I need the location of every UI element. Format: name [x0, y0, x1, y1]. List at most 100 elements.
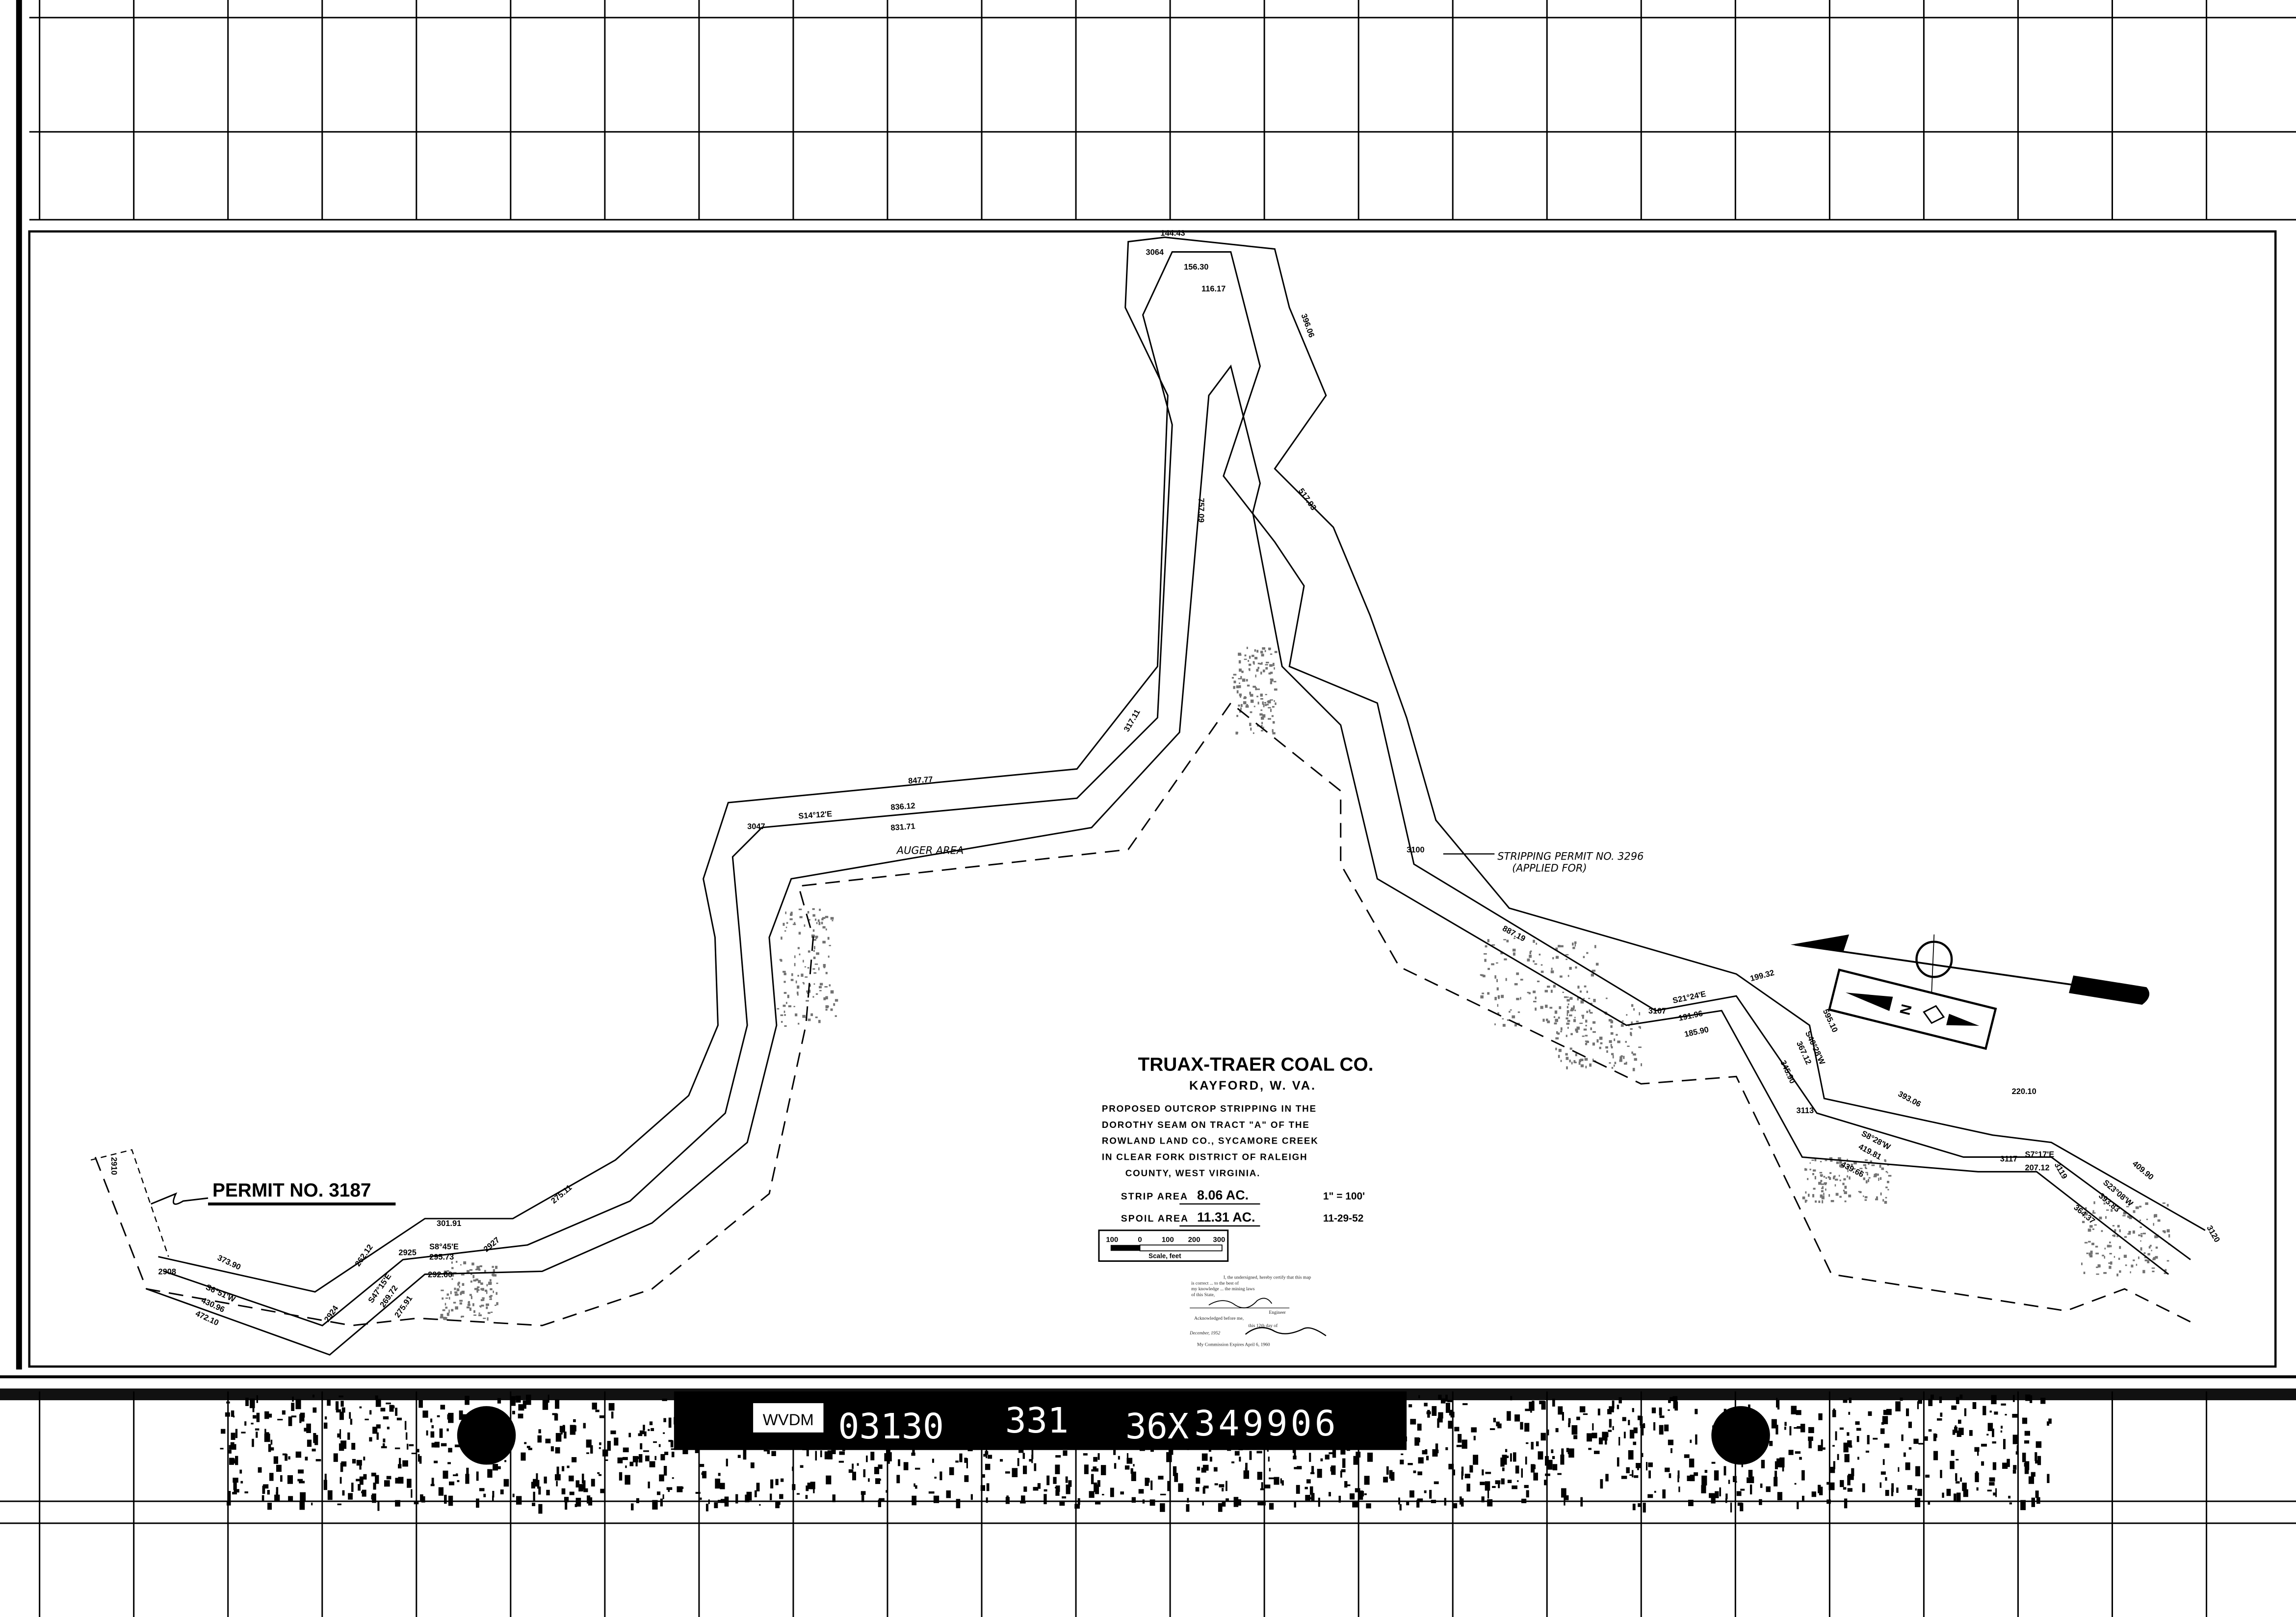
- speckle-dot: [784, 930, 786, 932]
- film-noise: [1017, 1458, 1019, 1466]
- film-noise: [545, 1438, 551, 1443]
- film-noise: [868, 1478, 870, 1482]
- film-noise: [1776, 1458, 1780, 1467]
- film-noise: [980, 1485, 986, 1491]
- speckle-dot: [1827, 1176, 1830, 1178]
- speckle-dot: [1268, 672, 1271, 675]
- film-noise: [988, 1455, 992, 1459]
- strip-area-label: STRIP AREA: [1121, 1191, 1188, 1202]
- speckle-dot: [1244, 654, 1247, 656]
- speckle-dot: [1520, 997, 1521, 1000]
- film-noise: [1386, 1466, 1389, 1475]
- film-noise: [277, 1419, 283, 1421]
- film-noise: [288, 1496, 293, 1502]
- film-noise: [2024, 1431, 2031, 1436]
- film-noise: [1473, 1435, 1476, 1440]
- speckle-dot: [480, 1299, 484, 1302]
- film-noise: [1507, 1480, 1512, 1484]
- film-noise: [1612, 1426, 1614, 1431]
- speckle-dot: [471, 1262, 474, 1266]
- film-noise: [1843, 1399, 1848, 1403]
- film-noise: [1759, 1499, 1762, 1505]
- speckle-dot: [798, 1022, 800, 1025]
- film-noise: [253, 1415, 257, 1419]
- film-noise: [1571, 1425, 1578, 1435]
- film-noise: [1937, 1418, 1942, 1421]
- film-noise: [1623, 1432, 1626, 1438]
- speckle-dot: [1491, 963, 1494, 965]
- film-noise: [595, 1409, 600, 1412]
- speckle-dot: [1804, 1168, 1807, 1171]
- film-noise: [430, 1418, 433, 1423]
- film-noise: [1818, 1413, 1823, 1420]
- speckle-dot: [1865, 1172, 1868, 1174]
- speckle-dot: [2104, 1248, 2106, 1250]
- film-noise: [267, 1503, 272, 1510]
- film-noise: [1848, 1411, 1851, 1415]
- film-noise: [1311, 1466, 1314, 1474]
- speckle-dot: [812, 908, 815, 910]
- film-noise: [459, 1410, 463, 1420]
- speckle-dot: [472, 1303, 474, 1306]
- film-noise: [1715, 1491, 1719, 1498]
- speckle-dot: [1844, 1200, 1847, 1202]
- film-noise: [483, 1493, 486, 1497]
- speckle-dot: [784, 1025, 787, 1027]
- film-noise: [1933, 1433, 1936, 1441]
- survey-label: 191.96: [1678, 1009, 1704, 1023]
- film-noise: [1573, 1435, 1578, 1439]
- film-noise: [1269, 1503, 1274, 1510]
- film-noise: [362, 1493, 365, 1495]
- film-noise: [896, 1475, 900, 1484]
- speckle-dot: [1564, 996, 1567, 998]
- speckle-dot: [1558, 944, 1561, 948]
- speckle-dot: [459, 1285, 460, 1288]
- film-noise: [1432, 1406, 1437, 1416]
- speckle-dot: [2166, 1204, 2169, 1207]
- speckle-dot: [1243, 701, 1247, 704]
- speckle-dot: [1829, 1157, 1833, 1159]
- film-noise: [1939, 1396, 1942, 1403]
- speckle-dot: [1812, 1194, 1815, 1198]
- speckle-dot: [470, 1280, 472, 1283]
- speckle-dot: [2142, 1270, 2145, 1274]
- film-noise: [1341, 1469, 1346, 1472]
- speckle-dot: [2101, 1230, 2103, 1232]
- film-noise: [518, 1404, 524, 1411]
- film-noise: [651, 1428, 654, 1432]
- film-noise: [2022, 1417, 2028, 1424]
- film-noise: [852, 1463, 854, 1469]
- speckle-dot: [489, 1296, 491, 1298]
- film-noise: [1033, 1487, 1039, 1491]
- film-noise: [1532, 1401, 1535, 1411]
- survey-label: 887.19: [1501, 924, 1527, 943]
- film-noise: [431, 1478, 434, 1486]
- film-noise: [668, 1439, 673, 1442]
- speckle-dot: [1517, 1011, 1520, 1013]
- film-noise: [652, 1500, 658, 1510]
- speckle-dot: [1621, 1020, 1624, 1022]
- speckle-dot: [1860, 1170, 1863, 1172]
- film-noise: [1918, 1443, 1924, 1445]
- speckle-dot: [1611, 1067, 1614, 1069]
- film-noise: [1340, 1448, 1346, 1455]
- film-noise: [839, 1451, 845, 1455]
- speckle-dot: [1565, 1017, 1568, 1019]
- film-noise: [1124, 1465, 1130, 1470]
- film-noise: [1775, 1425, 1778, 1434]
- film-noise: [292, 1396, 294, 1402]
- speckle-dot: [445, 1306, 448, 1309]
- speckle-dot: [461, 1315, 464, 1318]
- speckle-dot: [1575, 1028, 1578, 1032]
- film-noise: [1506, 1411, 1511, 1421]
- film-noise: [1956, 1459, 1959, 1461]
- film-noise: [476, 1498, 479, 1508]
- film-noise: [1828, 1482, 1835, 1490]
- speckle-dot: [2103, 1272, 2107, 1274]
- speckle-dot: [1529, 951, 1531, 954]
- description-line: ROWLAND LAND CO., SYCAMORE CREEK: [1102, 1136, 1319, 1146]
- film-noise: [1977, 1451, 1979, 1456]
- speckle-dot: [2110, 1245, 2112, 1248]
- film-noise: [221, 1429, 226, 1434]
- film-noise: [1976, 1487, 1979, 1491]
